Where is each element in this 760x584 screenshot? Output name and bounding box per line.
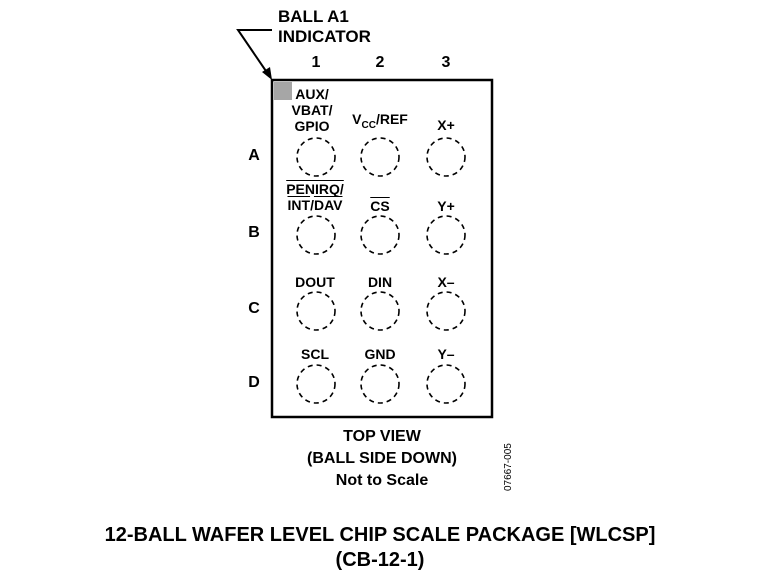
package-title-line2: (CB-12-1) <box>335 549 425 571</box>
column-number-2: 2 <box>375 54 385 71</box>
ball-label-a1: AUX/ VBAT/ GPIO <box>267 86 357 134</box>
ball-label-a3: X+ <box>437 117 455 133</box>
ball-label-a2-sub: CC <box>361 120 376 131</box>
column-number-1: 1 <box>311 54 321 71</box>
ball-label-c3: X– <box>437 274 455 290</box>
ball-label-a2-rest: /REF <box>375 111 408 127</box>
ball-label-a1-line3: GPIO <box>294 118 330 134</box>
ball-label-b1: PENIRQ/ INT/DAV <box>270 181 360 213</box>
ball-d3 <box>426 364 466 404</box>
package-title: 12-BALL WAFER LEVEL CHIP SCALE PACKAGE [… <box>0 523 760 573</box>
ball-a2 <box>360 137 400 177</box>
row-letter-a: A <box>248 147 260 164</box>
row-letter-b: B <box>248 224 260 241</box>
row-letter-d: D <box>248 374 260 391</box>
ball-label-a1-line2: VBAT/ <box>291 102 333 118</box>
ball-label-b3: Y+ <box>437 198 455 214</box>
ball-label-b1-line2: INT/DAV <box>270 197 360 213</box>
ball-label-b1-dav: DAV <box>313 197 343 213</box>
view-caption-line1: TOP VIEW <box>343 428 421 445</box>
ball-d1 <box>296 364 336 404</box>
ball-label-d1: SCL <box>301 346 329 362</box>
ball-label-b1-int: INT <box>287 197 311 213</box>
ball-b2 <box>360 215 400 255</box>
ball-a3 <box>426 137 466 177</box>
figure-id: 07667-005 <box>503 443 514 491</box>
ball-label-a2: VCC/REF <box>335 111 425 131</box>
ball-label-d3: Y– <box>437 346 455 362</box>
row-letter-c: C <box>248 300 260 317</box>
ball-label-a1-line1: AUX/ <box>295 86 329 102</box>
indicator-leader-line <box>236 29 272 75</box>
view-caption-line2: (BALL SIDE DOWN) <box>307 450 457 467</box>
ball-label-c2: DIN <box>367 274 393 290</box>
view-caption: TOP VIEW (BALL SIDE DOWN) Not to Scale <box>262 426 502 492</box>
ball-label-a2-main: V <box>352 111 362 127</box>
package-outline <box>270 78 494 419</box>
ball-d2 <box>360 364 400 404</box>
indicator-label-line1: BALL A1 <box>278 7 349 26</box>
ball-grid <box>296 137 466 404</box>
column-number-3: 3 <box>441 54 451 71</box>
ball-label-b1-line1: PENIRQ/ <box>286 181 344 197</box>
ball-c3 <box>426 291 466 331</box>
ball-b1 <box>296 215 336 255</box>
ball-label-b2: CS <box>370 198 390 214</box>
ball-c1 <box>296 291 336 331</box>
ball-c2 <box>360 291 400 331</box>
view-caption-line3: Not to Scale <box>335 472 429 489</box>
ball-a1-indicator-mark <box>274 82 292 100</box>
ball-label-d2: GND <box>364 346 396 362</box>
ball-a1 <box>296 137 336 177</box>
ball-label-b1-slash: / <box>310 197 314 213</box>
indicator-label-line2: INDICATOR <box>278 27 371 46</box>
package-title-line1: 12-BALL WAFER LEVEL CHIP SCALE PACKAGE [… <box>104 524 656 546</box>
indicator-arrowhead <box>262 67 272 80</box>
ball-b3 <box>426 215 466 255</box>
ball-label-c1: DOUT <box>295 274 335 290</box>
